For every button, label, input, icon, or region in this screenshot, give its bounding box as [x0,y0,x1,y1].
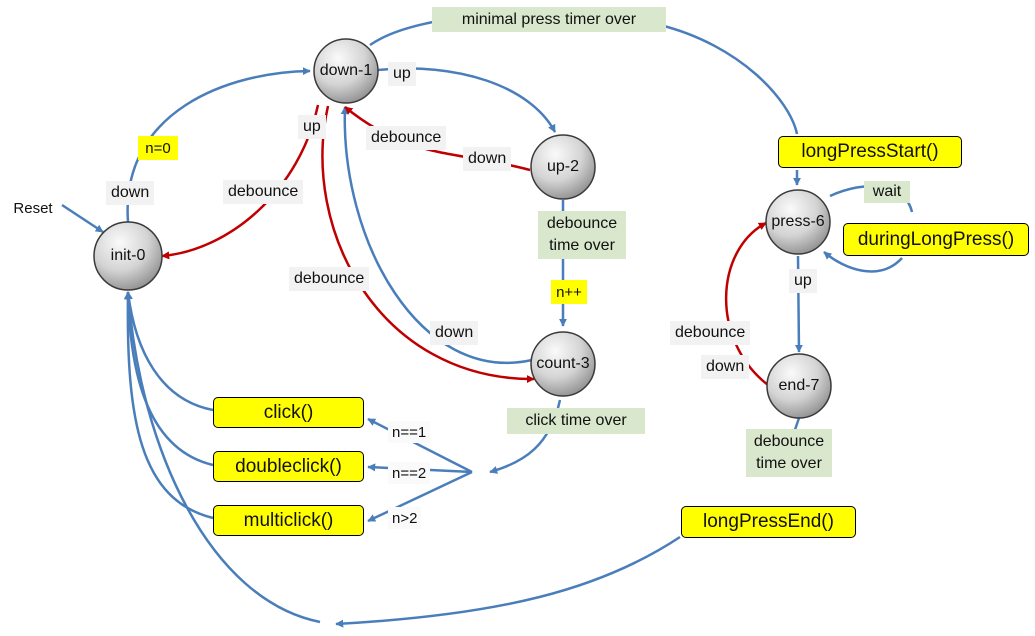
edge-split-to-click [367,417,473,474]
callback-long-press-start: longPressStart() [778,136,962,168]
state-down-1-label: down-1 [319,62,373,79]
state-init-0-label: init-0 [110,247,146,264]
state-up-2-label: up-2 [546,158,580,175]
state-count-3 [530,331,596,397]
label-down-end7: down [701,355,750,379]
edge-click-to-init [124,291,214,412]
state-end-7 [766,353,832,419]
label-n-equals-2: n==2 [388,462,431,484]
label-debounce-time-over-end7-line1: debounce [753,433,825,450]
edge-split-to-multiclick [367,470,473,523]
label-debounce-time-over-up2: debounce time over [538,211,626,259]
label-debounce-to-init: debounce [223,180,304,204]
edge-during-long-press-to-press6 [823,251,903,273]
label-n-equals-1: n==1 [388,421,431,443]
label-down-count3: down [430,321,479,345]
label-debounce-time-over-end7: debounce time over [746,429,832,477]
label-debounce-time-over-up2-line1: debounce [546,215,618,232]
label-n-equals-0: n=0 [138,136,178,160]
state-count-3-label: count-3 [536,355,590,372]
label-down-init: down [106,181,155,205]
label-click-time-over: click time over [507,408,645,434]
edge-count3-to-down1 [340,106,533,364]
edge-multiclick-to-init [123,291,214,520]
callback-click: click() [213,397,364,428]
label-wait: wait [864,181,910,203]
label-up-to-up2: up [388,62,416,86]
edge-reset-to-init [61,203,104,234]
label-up-down1: up [298,115,326,139]
label-debounce-up2: debounce [366,126,447,150]
label-minimal-press-timer-over: minimal press timer over [432,7,666,32]
callback-long-press-end: longPressEnd() [681,506,856,538]
label-n-plus-plus: n++ [551,280,587,304]
state-end-7-label: end-7 [778,377,820,394]
state-up-2 [530,134,596,200]
label-down-up2: down [463,147,512,171]
state-press-6-label: press-6 [771,213,825,230]
label-up-press6: up [789,269,817,293]
callback-during-long-press: duringLongPress() [843,223,1029,256]
reset-label: Reset [13,199,53,217]
state-press-6 [765,189,831,255]
edge-end7-debounce-to-press6 [724,221,769,386]
callback-multiclick: multiclick() [213,505,364,536]
callback-doubleclick: doubleclick() [213,451,364,482]
state-down-1 [313,38,379,104]
label-debounce-end7: debounce [670,321,751,345]
label-debounce-time-over-up2-line2: time over [549,237,615,254]
edge-long-press-end-return [335,535,681,628]
label-debounce-to-count3: debounce [289,267,370,291]
edge-long-press-end-to-init [124,291,321,624]
state-init-0 [93,221,163,291]
label-debounce-time-over-end7-line2: time over [756,455,822,472]
label-n-greater-2: n>2 [388,507,422,529]
